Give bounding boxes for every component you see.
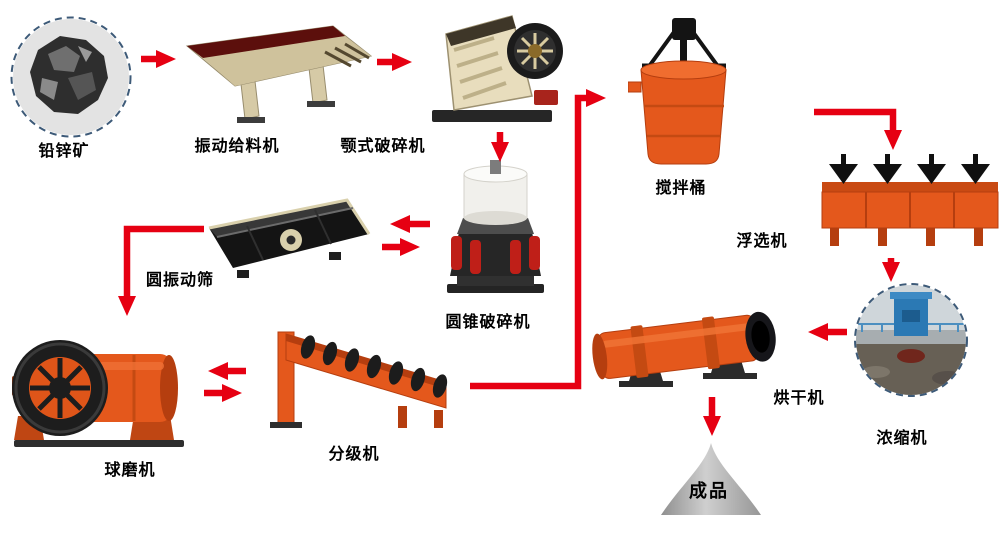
label-final-product: 成品 [689,481,729,501]
label-thickener: 浓缩机 [876,430,928,447]
label-flotation-machine: 浮选机 [736,233,788,250]
spiral-classifier-illustration [270,331,448,428]
rotary-dryer-illustration [592,311,776,387]
label-spiral-classifier: 分级机 [328,446,380,463]
ball-mill-illustration [12,340,184,447]
thickener-photo [854,283,968,397]
label-cone-crusher: 圆锥破碎机 [445,314,531,331]
label-vibrating-screen: 圆振动筛 [145,272,214,289]
jaw-crusher-illustration [432,15,563,122]
label-rotary-dryer: 烘干机 [773,390,825,407]
ore-photo [10,16,132,138]
cone-crusher-illustration [447,160,544,293]
label-mixing-tank: 搅拌桶 [655,180,707,197]
vibrating-feeder-illustration [185,25,373,123]
label-jaw-crusher: 颚式破碎机 [340,138,426,155]
mixing-tank-illustration [628,18,727,165]
final-product-pile [661,443,761,515]
label-vibrating-feeder: 振动给料机 [194,138,280,155]
vibrating-screen-illustration [208,198,371,278]
label-ball-mill: 球磨机 [104,462,156,479]
flotation-machine-illustration [821,154,999,246]
label-ore: 铅锌矿 [38,143,90,160]
arrow-mixingtank-to-flotation [814,108,902,150]
